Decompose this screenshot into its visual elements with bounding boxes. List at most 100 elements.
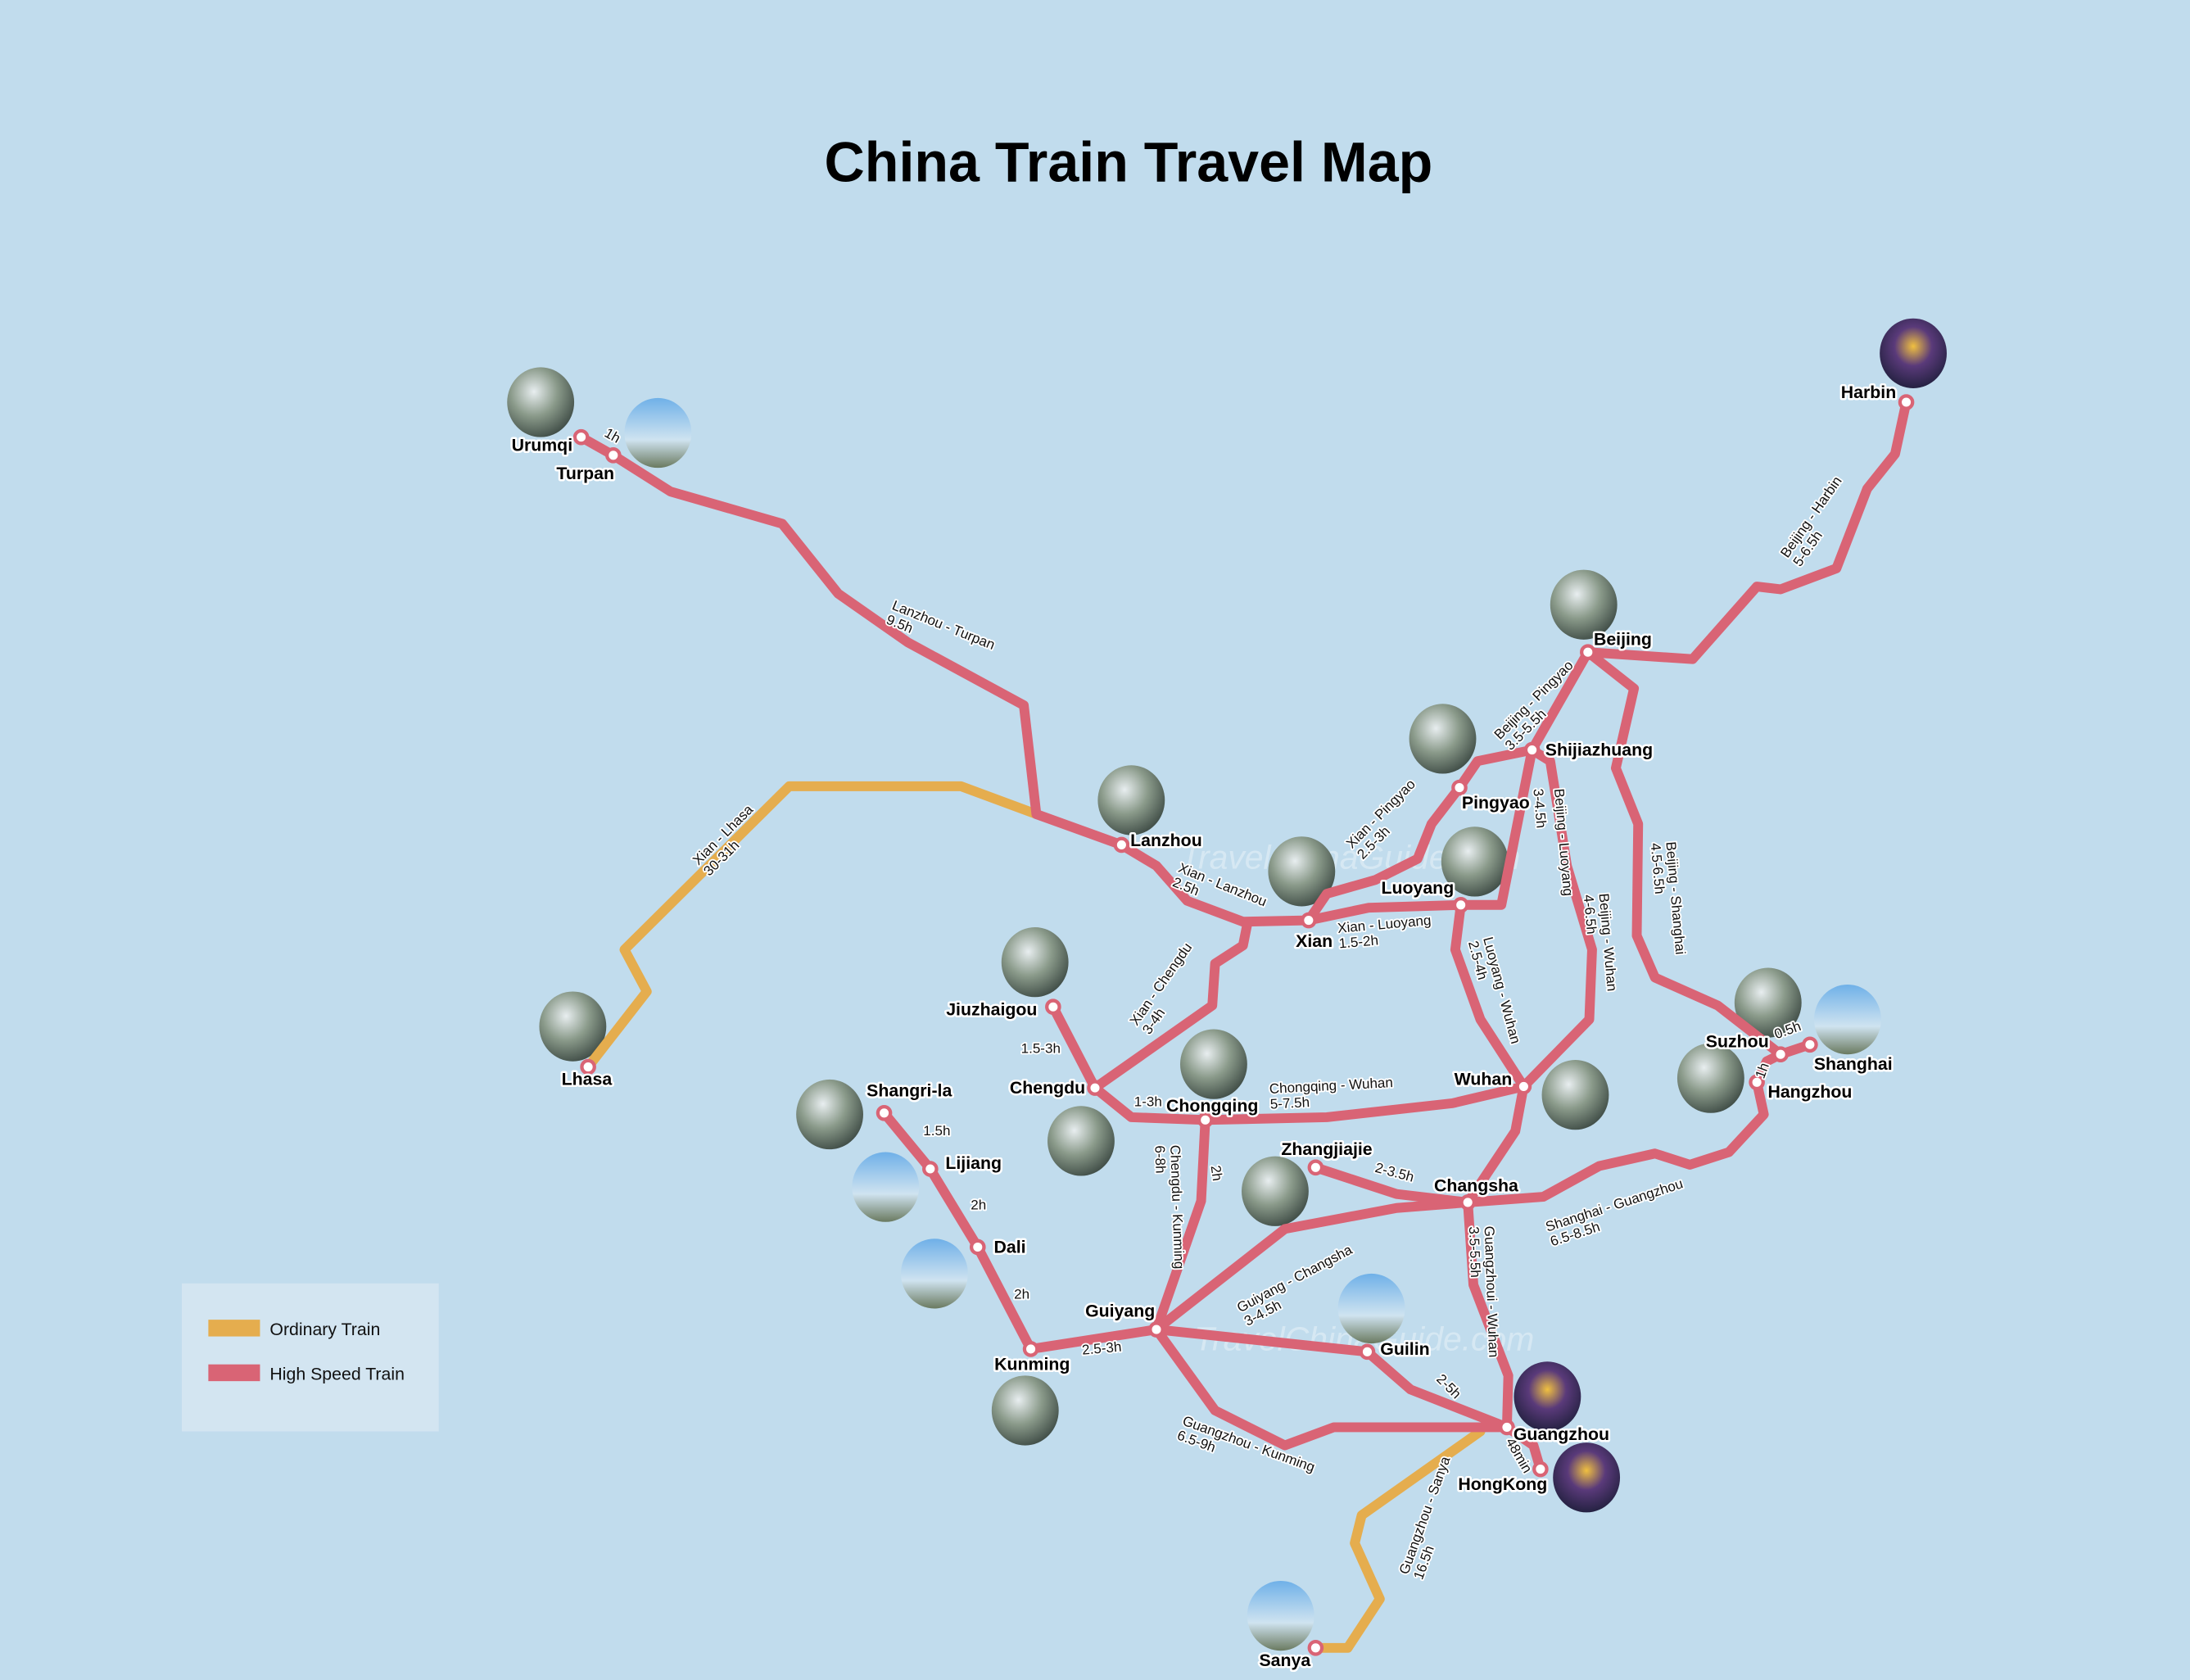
city-label-luoyang[interactable]: Luoyang: [1379, 876, 1456, 900]
city-label-dali[interactable]: Dali: [992, 1235, 1028, 1259]
route-shijiazhuang-beijing[interactable]: [1527, 647, 1593, 755]
route-label-line: 3.5-5.5h: [1466, 1226, 1483, 1278]
station-dot-harbin[interactable]: [1898, 394, 1915, 410]
route-label: 1.5-3h: [1021, 1040, 1061, 1056]
route-lanzhou-turpan[interactable]: [608, 450, 1127, 850]
station-dot-wuhan[interactable]: [1515, 1078, 1532, 1095]
station-dot-pingyao[interactable]: [1451, 779, 1468, 796]
route-guiyang-changsha[interactable]: [1152, 1197, 1473, 1335]
legend-high-speed-label: High Speed Train: [269, 1364, 405, 1383]
route-kunming-shangrila[interactable]: [879, 1107, 1036, 1354]
city-label-urumqi[interactable]: Urumqi: [509, 433, 575, 457]
station-dot-kunming[interactable]: [1022, 1341, 1039, 1357]
route-chengdu-jiuzhaigou[interactable]: [1047, 1002, 1100, 1094]
route-chengdu-chongqing[interactable]: [1090, 1083, 1210, 1125]
city-label-guiyang[interactable]: Guiyang: [1084, 1299, 1157, 1323]
city-label-kunming[interactable]: Kunming: [993, 1352, 1072, 1376]
station-dot-luoyang[interactable]: [1452, 896, 1469, 913]
station-dot-guilin[interactable]: [1359, 1343, 1376, 1361]
route-zhangjiajie-changsha[interactable]: [1310, 1162, 1473, 1207]
city-label-hangzhou[interactable]: Hangzhou: [1766, 1080, 1854, 1103]
station-dot-changsha[interactable]: [1459, 1194, 1477, 1211]
station-dot-beijing[interactable]: [1580, 644, 1596, 660]
station-dot-lijiang[interactable]: [922, 1161, 939, 1177]
station-dot-turpan[interactable]: [605, 446, 622, 464]
station-dot-lhasa[interactable]: [580, 1058, 596, 1075]
route-beijing-harbin[interactable]: [1582, 397, 1912, 664]
route-beijing-shanghai[interactable]: [1582, 647, 1815, 1060]
photo-guilin: [1337, 1273, 1405, 1344]
city-label-wuhan[interactable]: Wuhan: [1452, 1067, 1514, 1091]
station-dot-shangrila[interactable]: [876, 1105, 893, 1121]
city-label-zhangjiajie[interactable]: Zhangjiajie: [1279, 1137, 1375, 1161]
route-chongqing-guiyang[interactable]: [1152, 1115, 1210, 1335]
city-label-lanzhou[interactable]: Lanzhou: [1129, 829, 1205, 853]
station-dot-urumqi[interactable]: [572, 428, 590, 446]
route-xian-chengdu[interactable]: [1090, 919, 1252, 1094]
route-chongqing-wuhan[interactable]: [1200, 1081, 1529, 1125]
route-changsha-guangzhou[interactable]: [1463, 1197, 1514, 1433]
city-label-shijiazhuang[interactable]: Shijiazhuang: [1543, 738, 1654, 762]
route-xian-lhasa[interactable]: [583, 781, 1042, 1072]
station-dot-chengdu[interactable]: [1087, 1080, 1103, 1096]
city-label-turpan[interactable]: Turpan: [554, 461, 617, 485]
city-label-lhasa[interactable]: Lhasa: [559, 1067, 614, 1091]
route-wuhan-changsha[interactable]: [1463, 1081, 1529, 1207]
route-kunming-guiyang[interactable]: [1025, 1325, 1161, 1354]
route-label: Beijing - Shanghai4.5-6.5h: [1648, 841, 1689, 957]
station-dot-dali[interactable]: [969, 1238, 986, 1256]
station-dot-suzhou[interactable]: [1772, 1046, 1789, 1063]
route-beijing-wuhan[interactable]: [1518, 745, 1597, 1092]
station-dot-guangzhou[interactable]: [1499, 1419, 1515, 1436]
city-label-pingyao[interactable]: Pingyao: [1459, 791, 1532, 815]
city-label-chengdu[interactable]: Chengdu: [1007, 1075, 1087, 1099]
city-label-beijing[interactable]: Beijing: [1591, 627, 1654, 651]
city-label-guilin[interactable]: Guilin: [1378, 1337, 1432, 1361]
legend-high-speed-swatch: [208, 1364, 260, 1382]
city-label-changsha[interactable]: Changsha: [1432, 1174, 1520, 1198]
route-xian-lanzhou[interactable]: [1116, 840, 1314, 927]
route-luoyang-wuhan[interactable]: [1450, 899, 1529, 1092]
station-dot-lanzhou[interactable]: [1113, 836, 1130, 854]
city-label-shangrila[interactable]: Shangri-la: [865, 1079, 954, 1103]
city-label-suzhou[interactable]: Suzhou: [1704, 1030, 1771, 1053]
photo-lijiang: [852, 1152, 920, 1222]
route-shanghai-guangzhou[interactable]: [1463, 1049, 1786, 1207]
city-label-guangzhou[interactable]: Guangzhou: [1511, 1422, 1611, 1446]
route-xian-pingyao[interactable]: [1303, 745, 1537, 926]
city-label-xian[interactable]: Xian: [1294, 929, 1335, 953]
city-label-sanya[interactable]: Sanya: [1257, 1648, 1313, 1672]
route-label: Chengdu - Kunming6-8h: [1152, 1144, 1187, 1270]
photo-harbin: [1880, 318, 1947, 388]
city-label-chongqing[interactable]: Chongqing: [1164, 1094, 1260, 1118]
photo-kunming: [991, 1375, 1059, 1446]
photo-zhangjiajie: [1242, 1156, 1309, 1226]
route-guiyang-guilin[interactable]: [1152, 1325, 1512, 1433]
city-label-shanghai[interactable]: Shanghai: [1812, 1052, 1894, 1075]
station-dot-sanya[interactable]: [1307, 1639, 1324, 1656]
station-dot-guiyang[interactable]: [1148, 1321, 1165, 1338]
photo-xian: [1268, 836, 1336, 907]
city-label-jiuzhaigou[interactable]: Jiuzhaigou: [944, 998, 1039, 1021]
station-dot-shanghai[interactable]: [1802, 1036, 1818, 1053]
city-label-lijiang[interactable]: Lijiang: [943, 1151, 1004, 1175]
city-label-hongkong[interactable]: HongKong: [1456, 1473, 1550, 1497]
route-label-line: 1.5-3h: [1021, 1040, 1061, 1056]
station-dot-xian[interactable]: [1301, 912, 1317, 929]
photo-shangrila: [796, 1079, 863, 1150]
station-dot-chongqing[interactable]: [1197, 1112, 1214, 1129]
route-guiyang-guangzhou[interactable]: [1152, 1325, 1512, 1451]
station-dot-shijiazhuang[interactable]: [1523, 741, 1541, 758]
station-dot-zhangjiajie[interactable]: [1307, 1159, 1324, 1176]
city-label-harbin[interactable]: Harbin: [1839, 380, 1898, 404]
station-dot-jiuzhaigou[interactable]: [1045, 998, 1061, 1016]
photo-jiuzhaigou: [1001, 927, 1069, 998]
route-label-line: 2h: [1014, 1287, 1029, 1302]
photo-lhasa: [539, 991, 607, 1062]
route-guangzhou-hongkong[interactable]: [1501, 1422, 1545, 1474]
station-dot-hongkong[interactable]: [1532, 1460, 1549, 1478]
route-label: 2h: [971, 1197, 986, 1212]
route-guangzhou-sanya[interactable]: [1310, 1426, 1486, 1653]
station-dot-hangzhou[interactable]: [1749, 1074, 1765, 1091]
